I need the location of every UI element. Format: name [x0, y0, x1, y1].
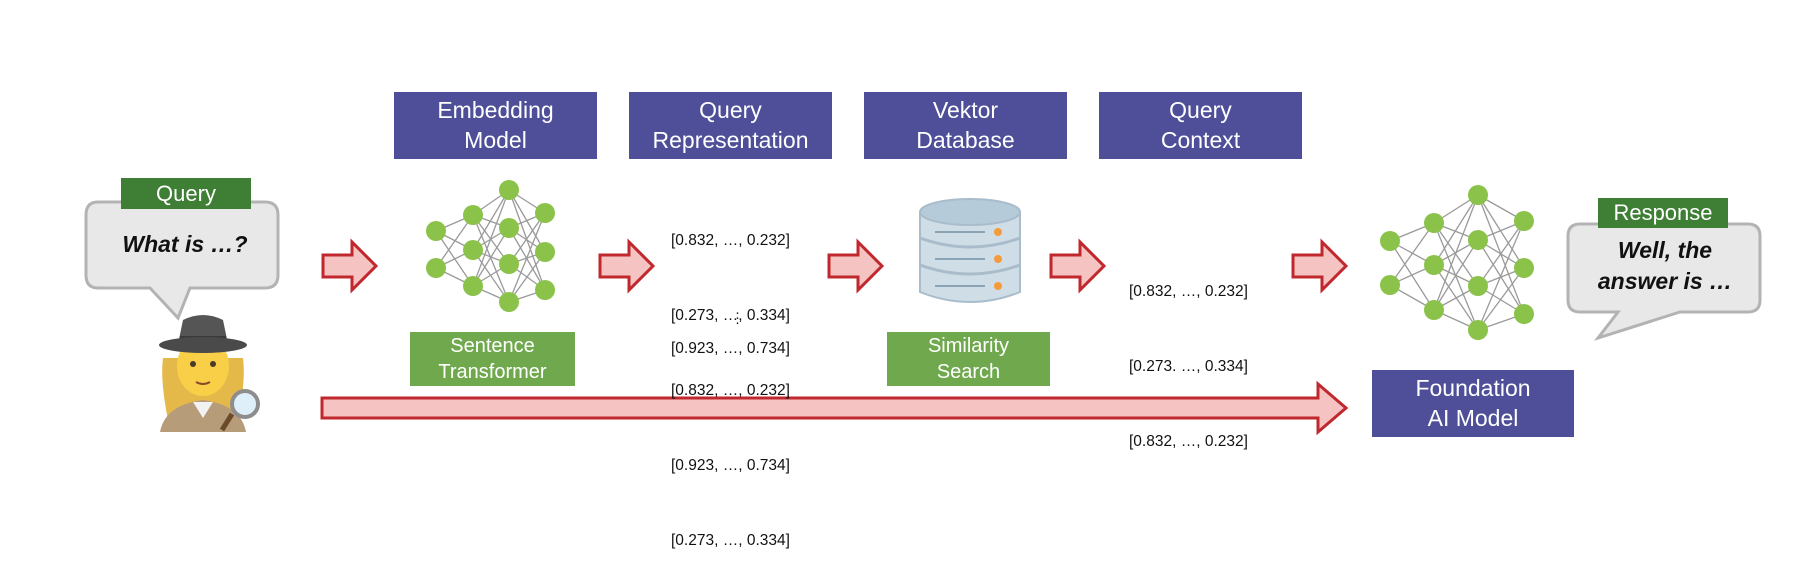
network-node: [1424, 255, 1444, 275]
ellipsis-vertical-icon: ···: [735, 304, 740, 331]
database-icon: [919, 198, 1021, 303]
network-edge: [1477, 194, 1525, 269]
network-edge: [472, 189, 510, 287]
network-edge: [1389, 222, 1435, 286]
query-speech-bubble: [84, 200, 280, 321]
network-edge: [472, 249, 510, 303]
sentence-transformer-label: Sentence Transformer: [410, 332, 575, 386]
network-node: [1468, 230, 1488, 250]
network-edge: [508, 251, 546, 303]
neural-network-icon: [1380, 185, 1534, 340]
network-node: [426, 221, 446, 241]
similarity-search-line-1: Similarity: [927, 335, 1010, 357]
network-node: [1514, 258, 1534, 278]
network-node: [499, 254, 519, 274]
network-node: [1514, 211, 1534, 231]
network-node: [1514, 304, 1534, 324]
network-node: [1424, 213, 1444, 233]
network-edge: [1433, 239, 1479, 311]
response-text: Well, the answer is …: [1575, 235, 1755, 297]
query-representation-box: Query Representation: [629, 92, 832, 159]
network-node: [1468, 320, 1488, 340]
query-representation-line-1: Query: [699, 96, 762, 123]
embedding-model-line-1: Embedding: [437, 96, 554, 123]
query-context-line-1: Query: [1169, 96, 1232, 123]
arrow-icon: [1291, 238, 1349, 294]
network-node: [499, 218, 519, 238]
arrow-icon: [320, 380, 1349, 436]
network-node: [1380, 275, 1400, 295]
sentence-transformer-line-1: Sentence: [450, 335, 535, 357]
network-node: [463, 205, 483, 225]
network-edge: [472, 189, 510, 251]
vector-row: [0.273, …, 0.334]: [671, 307, 790, 324]
response-speech-bubble: [1566, 222, 1762, 341]
diagram-canvas: [84, 180, 1762, 436]
network-node: [535, 280, 555, 300]
network-node: [1424, 300, 1444, 320]
network-node: [535, 242, 555, 262]
vector-database-line-1: Vektor: [932, 96, 999, 123]
network-edge: [1477, 220, 1525, 287]
vector-row: [0.273, …, 0.334]: [671, 532, 790, 549]
network-node: [1468, 276, 1488, 296]
embedding-model-line-2: Model: [464, 126, 527, 153]
response-line-1: Well, the: [1617, 237, 1713, 263]
context-vector-list: [0.832, …, 0.232] [0.273. …, 0.334] [0.8…: [1129, 229, 1248, 479]
network-edge: [472, 214, 510, 303]
vector-database-line-2: Database: [916, 126, 1015, 153]
network-edge: [508, 212, 546, 265]
vector-row: [0.832, …, 0.232]: [1129, 433, 1248, 450]
detective-icon: [159, 315, 260, 432]
network-node: [1380, 231, 1400, 251]
vector-row: [0.832, …, 0.232]: [1129, 283, 1248, 300]
response-tag: Response: [1598, 198, 1728, 228]
arrow-icon: [321, 238, 379, 294]
vector-row-last: [0.923, …, 0.734]: [671, 340, 790, 357]
network-node: [499, 292, 519, 312]
similarity-search-label: Similarity Search: [887, 332, 1050, 386]
neural-network-icon: [426, 180, 555, 312]
response-line-2: answer is …: [1597, 268, 1733, 295]
vector-database-box: Vektor Database: [864, 92, 1067, 159]
network-node: [463, 240, 483, 260]
network-edge: [1433, 222, 1479, 287]
arrow-icon: [598, 238, 656, 294]
network-edge: [435, 214, 474, 269]
arrow-icon: [1049, 238, 1107, 294]
embedding-model-box: Embedding Model: [394, 92, 597, 159]
query-context-box: Query Context: [1099, 92, 1302, 159]
query-text: What is …?: [122, 231, 248, 257]
query-context-line-2: Context: [1160, 126, 1241, 153]
vector-row: [0.923, …, 0.734]: [671, 457, 790, 474]
network-edge: [1433, 194, 1479, 311]
network-node: [1468, 185, 1488, 205]
representation-vector-list: [0.832, …, 0.232] [0.273, …, 0.334] [0.8…: [671, 178, 790, 578]
network-edge: [1433, 194, 1479, 266]
query-tag: Query: [121, 178, 251, 209]
vector-row: [0.832, …, 0.232]: [671, 382, 790, 399]
similarity-search-line-2: Search: [936, 361, 1001, 383]
network-edge: [1477, 267, 1525, 331]
arrow-icon: [827, 238, 885, 294]
network-edge: [472, 227, 510, 287]
foundation-model-line-1: Foundation: [1415, 374, 1531, 401]
network-node: [426, 258, 446, 278]
network-node: [535, 203, 555, 223]
network-node: [499, 180, 519, 200]
vector-row: [0.273. …, 0.334]: [1129, 358, 1248, 375]
sentence-transformer-line-2: Transformer: [438, 361, 547, 383]
network-edge: [1433, 222, 1479, 331]
foundation-model-line-2: AI Model: [1427, 404, 1519, 431]
query-representation-line-2: Representation: [652, 126, 809, 153]
vector-row: [0.832, …, 0.232]: [671, 232, 790, 249]
foundation-model-box: Foundation AI Model: [1372, 370, 1574, 437]
network-node: [463, 276, 483, 296]
network-edge: [1477, 220, 1525, 331]
network-edge: [508, 212, 546, 303]
